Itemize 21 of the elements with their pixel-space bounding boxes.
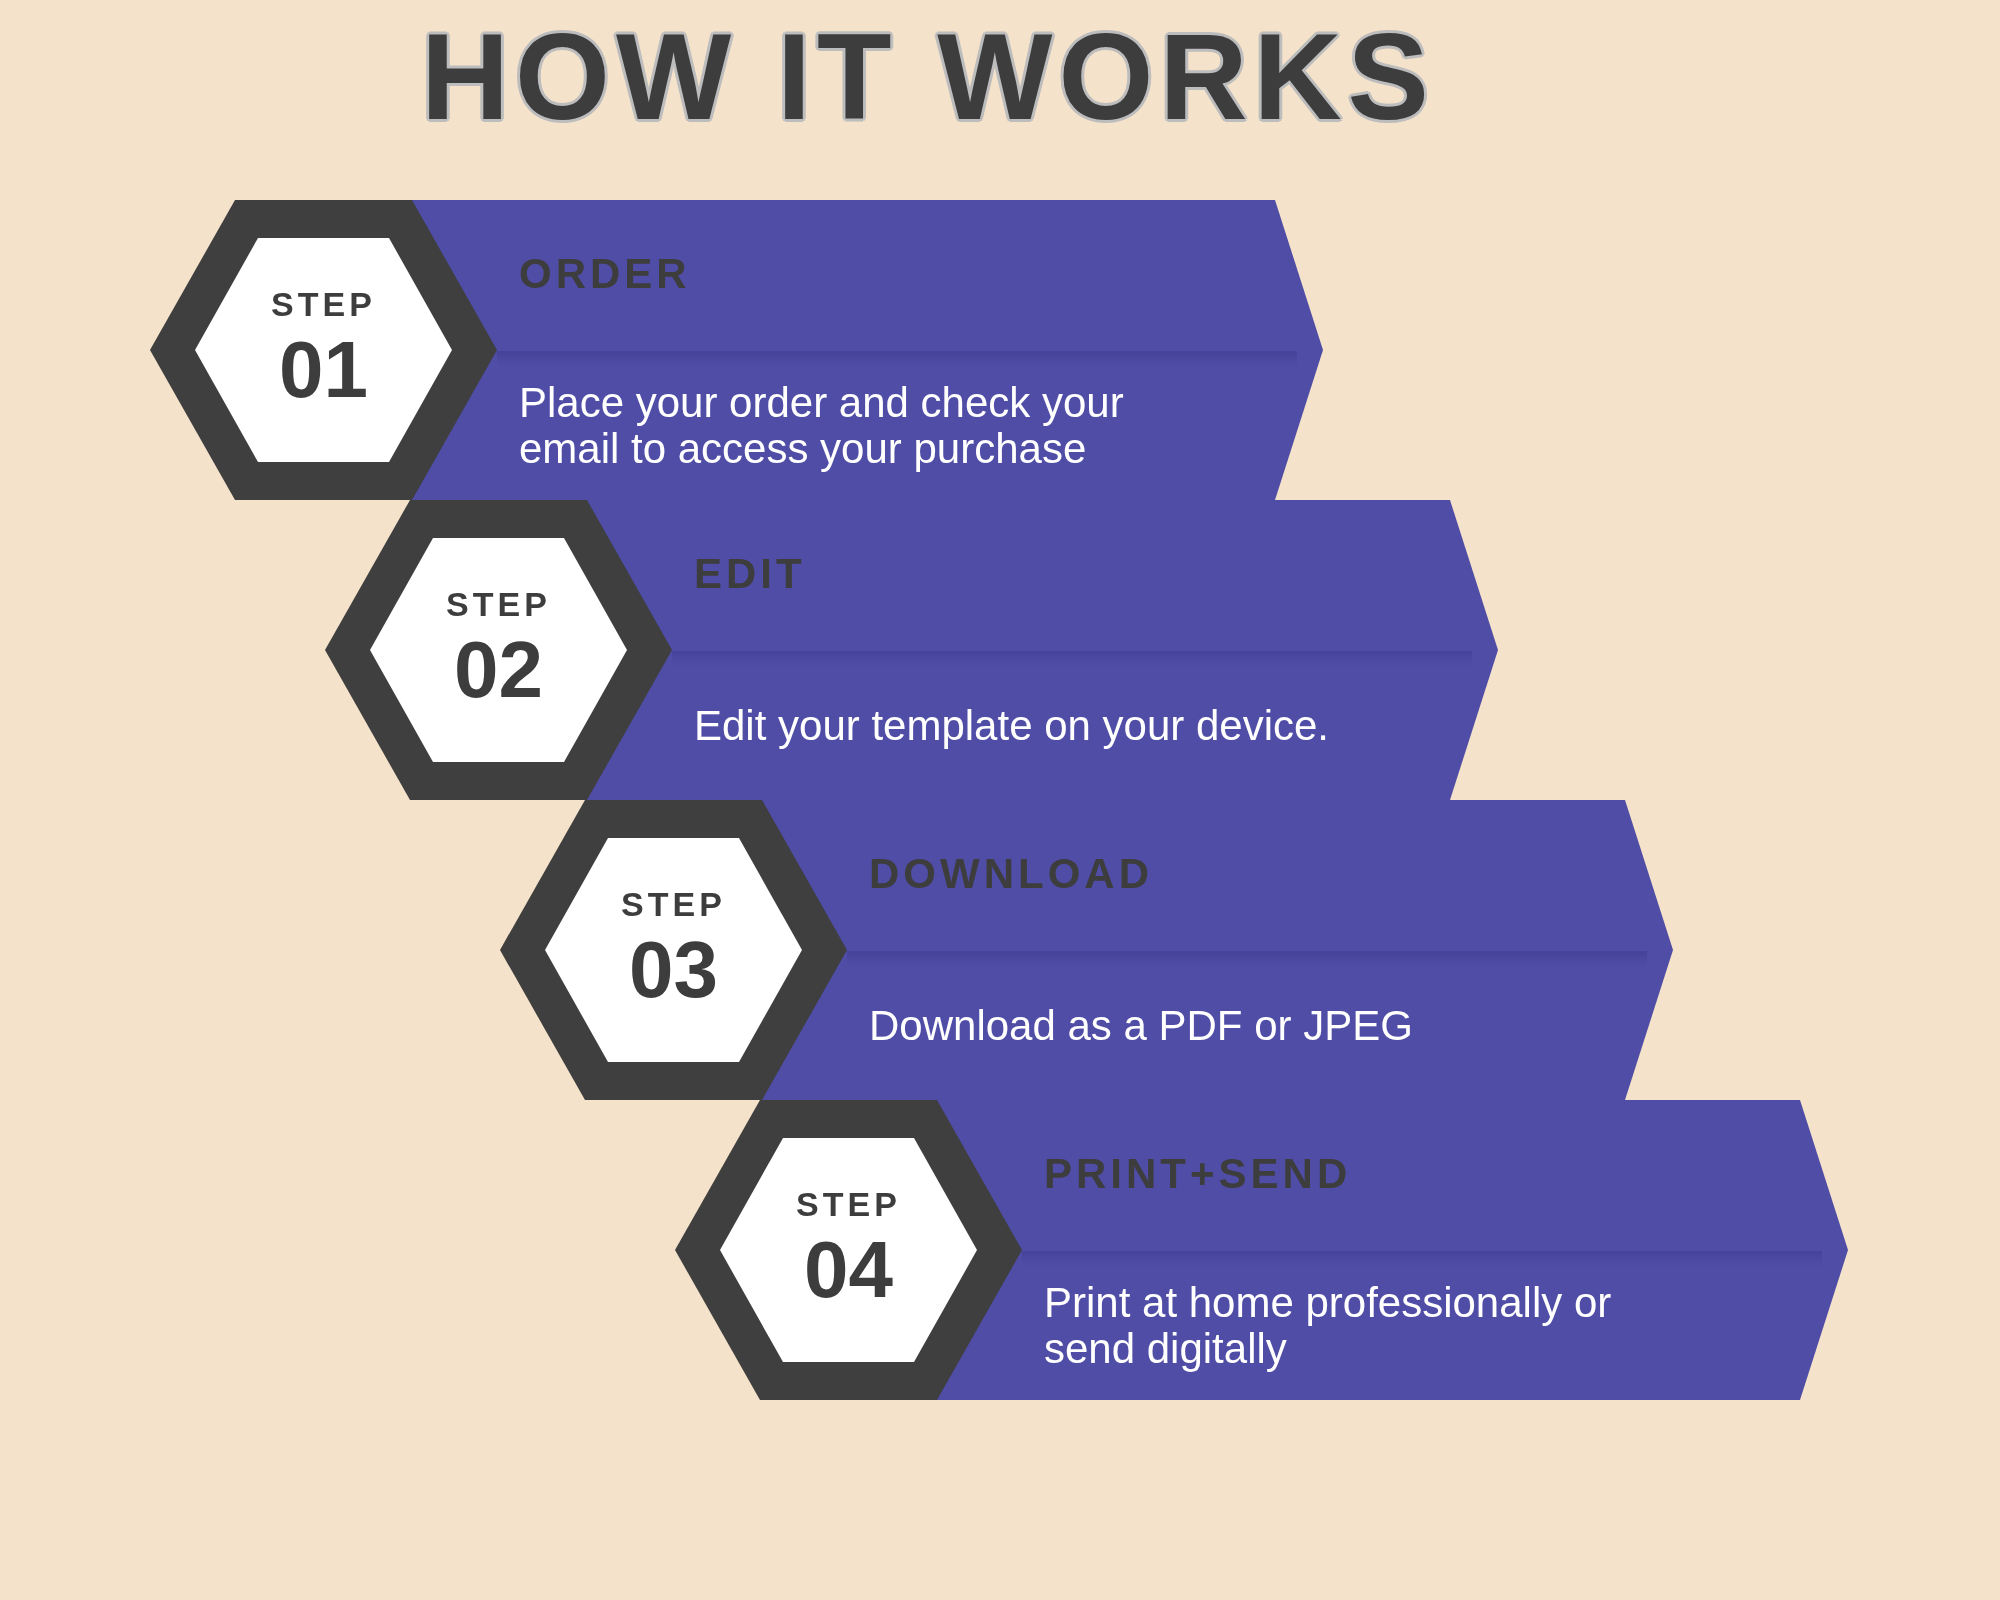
step-number: 01 [279, 330, 368, 410]
step-label: STEP [621, 887, 726, 921]
arrow-banner [587, 500, 1498, 800]
step-label: STEP [271, 287, 376, 321]
step-heading: PRINT+SEND [1044, 1153, 1352, 1195]
step-number: 04 [804, 1230, 893, 1310]
step-heading: DOWNLOAD [869, 853, 1153, 895]
step-number: 03 [629, 930, 718, 1010]
step-description: Edit your template on your device. [694, 702, 1330, 749]
arrow-banner [762, 800, 1673, 1100]
arrow-banner [937, 1100, 1848, 1400]
step-description: Download as a PDF or JPEG [869, 1002, 1414, 1049]
arrow-banner [412, 200, 1323, 500]
step-heading: ORDER [519, 253, 691, 295]
step-label: STEP [446, 587, 551, 621]
step-number: 02 [454, 630, 543, 710]
title: HOW IT WORKS [421, 16, 1435, 138]
step-heading: EDIT [694, 553, 806, 595]
step-label: STEP [796, 1187, 901, 1221]
step-description: Place your order and check your email to access your purchase [519, 379, 1125, 472]
step-description: Print at home professionally or send digitally [1044, 1279, 1613, 1372]
